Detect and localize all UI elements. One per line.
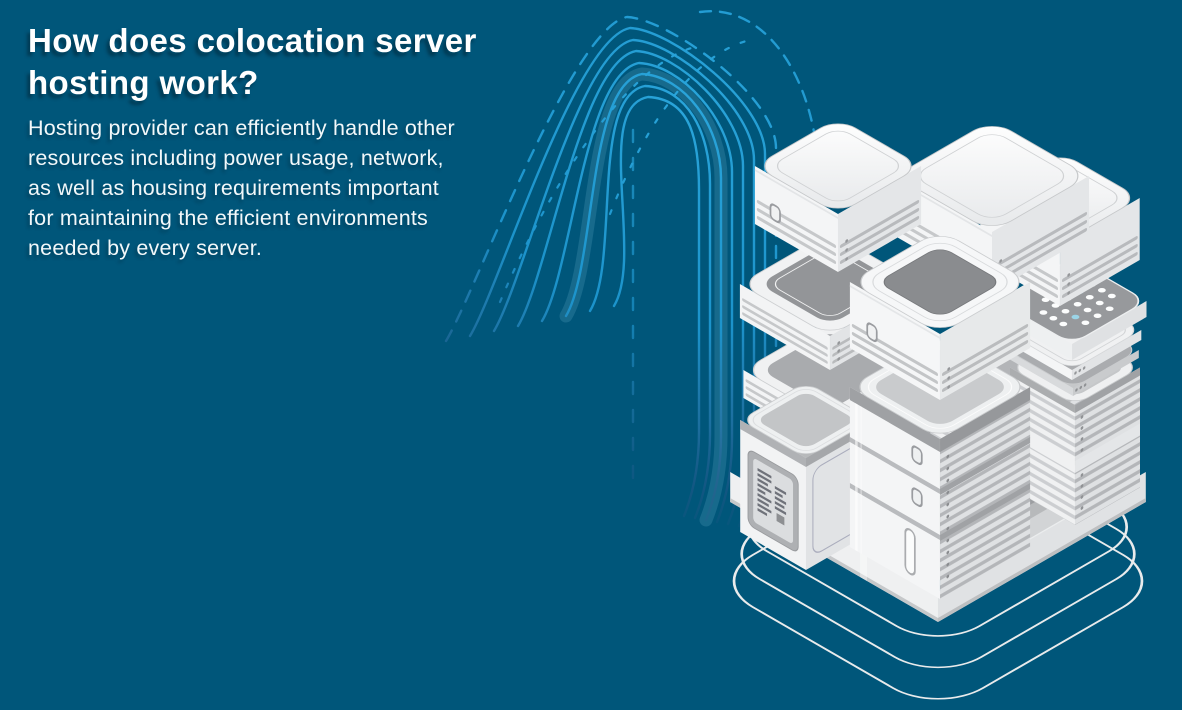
port-icon [911, 487, 923, 508]
page-title: How does colocation server hosting work? [28, 22, 477, 101]
status-screen [747, 450, 799, 552]
server-cube-dark-top [849, 236, 1031, 400]
hero-copy: How does colocation server hosting work?… [28, 20, 568, 263]
slot-icon [904, 527, 916, 576]
port-icon [866, 322, 878, 343]
server-cube-top-left [754, 123, 922, 272]
rivet-dots [946, 454, 950, 579]
rivet-dots [1080, 415, 1084, 510]
port-icon [769, 203, 781, 224]
port-icon [911, 445, 923, 466]
body-text: Hosting provider can efficiently handle … [28, 116, 455, 260]
network-arc-lines [444, 10, 827, 530]
server-stack [730, 123, 1147, 700]
